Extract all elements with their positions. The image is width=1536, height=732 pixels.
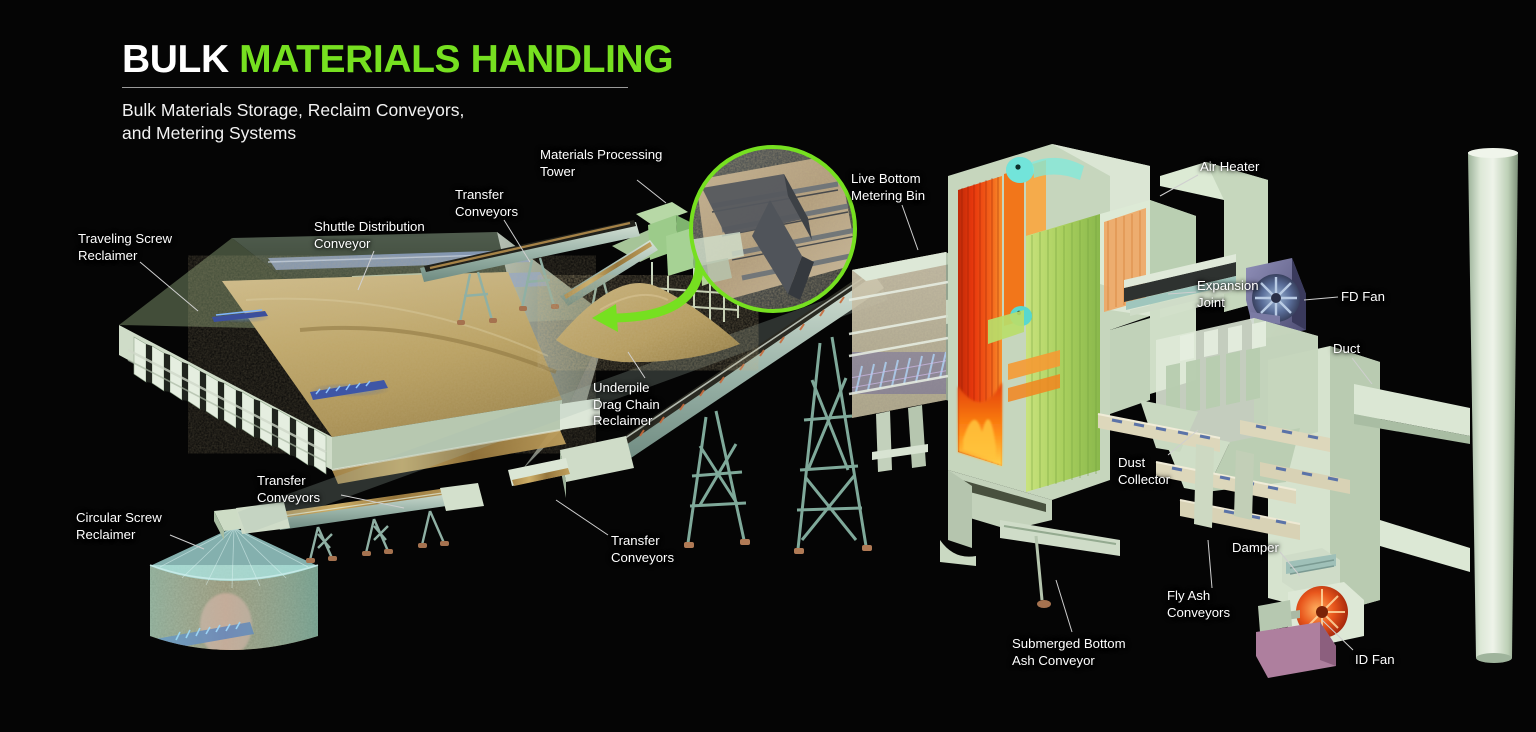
storage-building — [119, 232, 610, 484]
label-line: FD Fan — [1341, 289, 1385, 304]
leader-line-dust-collector — [1167, 429, 1199, 456]
leader-line-air-heater — [1159, 174, 1199, 197]
leader-line-fly-ash-conveyors — [1207, 539, 1213, 589]
label-line: Reclaimer — [76, 526, 136, 542]
stack — [1468, 148, 1518, 663]
main-incline-conveyor — [238, 268, 888, 554]
magnifier-inset — [689, 145, 857, 313]
label-line: Ash Conveyor — [1012, 652, 1095, 668]
label-line: Tower — [540, 163, 576, 179]
leader-line-traveling-screw-reclaimer — [139, 261, 199, 312]
leader-line-shuttle-distribution-conveyor — [357, 250, 375, 291]
label-line: Submerged Bottom — [1012, 636, 1126, 651]
label-line: Collector — [1118, 471, 1171, 487]
title-word-materials-handling: MATERIALS HANDLING — [239, 38, 674, 81]
air-heater-and-ducts — [1100, 162, 1470, 614]
leader-line-live-bottom-metering-bin — [901, 204, 919, 251]
leader-line-duct — [1351, 357, 1373, 385]
label-line: Conveyors — [611, 549, 675, 565]
label-line: Expansion — [1197, 278, 1259, 293]
label-duct: Duct — [1333, 341, 1360, 358]
label-line: Drag Chain — [593, 396, 660, 412]
label-fd-fan: FD Fan — [1341, 289, 1385, 306]
label-line: Transfer — [611, 533, 660, 548]
title-word-bulk: BULK — [122, 38, 229, 81]
leader-line-circular-screw-reclaimer — [169, 534, 205, 550]
label-line: Damper — [1232, 540, 1279, 555]
leader-line-underpile-drag-chain-reclaimer — [627, 351, 646, 379]
label-line: Dust — [1118, 455, 1146, 470]
label-line: Conveyors — [455, 203, 519, 219]
label-line: Transfer — [257, 473, 306, 488]
magnifier-arrow — [592, 255, 705, 332]
id-fan-assembly — [1256, 548, 1364, 678]
label-line: Reclaimer — [593, 413, 653, 429]
label-line: Circular Screw — [76, 510, 162, 525]
label-id-fan: ID Fan — [1355, 652, 1395, 669]
label-line: Shuttle Distribution — [314, 219, 425, 234]
label-line: Conveyor — [314, 235, 371, 251]
label-line: Live Bottom — [851, 171, 921, 186]
label-line: Duct — [1333, 341, 1361, 356]
label-line: Air Heater — [1200, 159, 1260, 174]
label-line: Fly Ash — [1167, 588, 1211, 603]
label-air-heater: Air Heater — [1200, 159, 1259, 176]
leader-line-materials-processing-tower — [636, 179, 667, 204]
label-line: Underpile — [593, 380, 650, 395]
circular-screw-reclaimer — [149, 505, 319, 650]
leader-line-transfer-conveyors-mid — [340, 494, 405, 509]
leader-line-submerged-bottom-ash-conveyor — [1055, 579, 1073, 633]
conveyor-trestle — [686, 336, 868, 550]
screw-augers — [210, 309, 390, 400]
leader-line-expansion-joint — [1167, 291, 1197, 295]
underpile-stock-pile — [556, 282, 740, 363]
label-line: Conveyors — [257, 489, 321, 505]
label-line: Reclaimer — [78, 247, 138, 263]
label-line: Materials Processing — [540, 147, 663, 162]
subtitle-line-2: and Metering Systems — [122, 122, 297, 143]
leader-line-id-fan — [1321, 619, 1354, 651]
label-line: ID Fan — [1355, 652, 1395, 667]
label-line: Transfer — [455, 187, 504, 202]
subtitle-line-1: Bulk Materials Storage, Reclaim Conveyor… — [122, 99, 465, 120]
label-line: Metering Bin — [851, 187, 926, 203]
title-divider — [122, 86, 628, 88]
label-damper: Damper — [1232, 540, 1279, 557]
traveling-screw-reclaimer-ribs — [127, 336, 327, 475]
label-line: Traveling Screw — [78, 231, 173, 246]
page-subtitle: Bulk Materials Storage, Reclaim Conveyor… — [122, 99, 682, 145]
label-line: Joint — [1197, 294, 1225, 310]
boiler — [940, 144, 1150, 608]
leader-line-fd-fan — [1303, 296, 1339, 301]
leader-line-transfer-conveyors-top — [503, 219, 531, 263]
leader-line-damper — [1279, 551, 1301, 577]
live-bottom-metering-bin — [848, 252, 982, 472]
label-line: Conveyors — [1167, 604, 1231, 620]
page-title: BULK MATERIALS HANDLING — [122, 40, 682, 80]
materials-processing-tower — [420, 202, 739, 341]
title-block: BULK MATERIALS HANDLING Bulk Materials S… — [122, 40, 682, 145]
leader-line-transfer-conveyors-low — [555, 499, 609, 536]
